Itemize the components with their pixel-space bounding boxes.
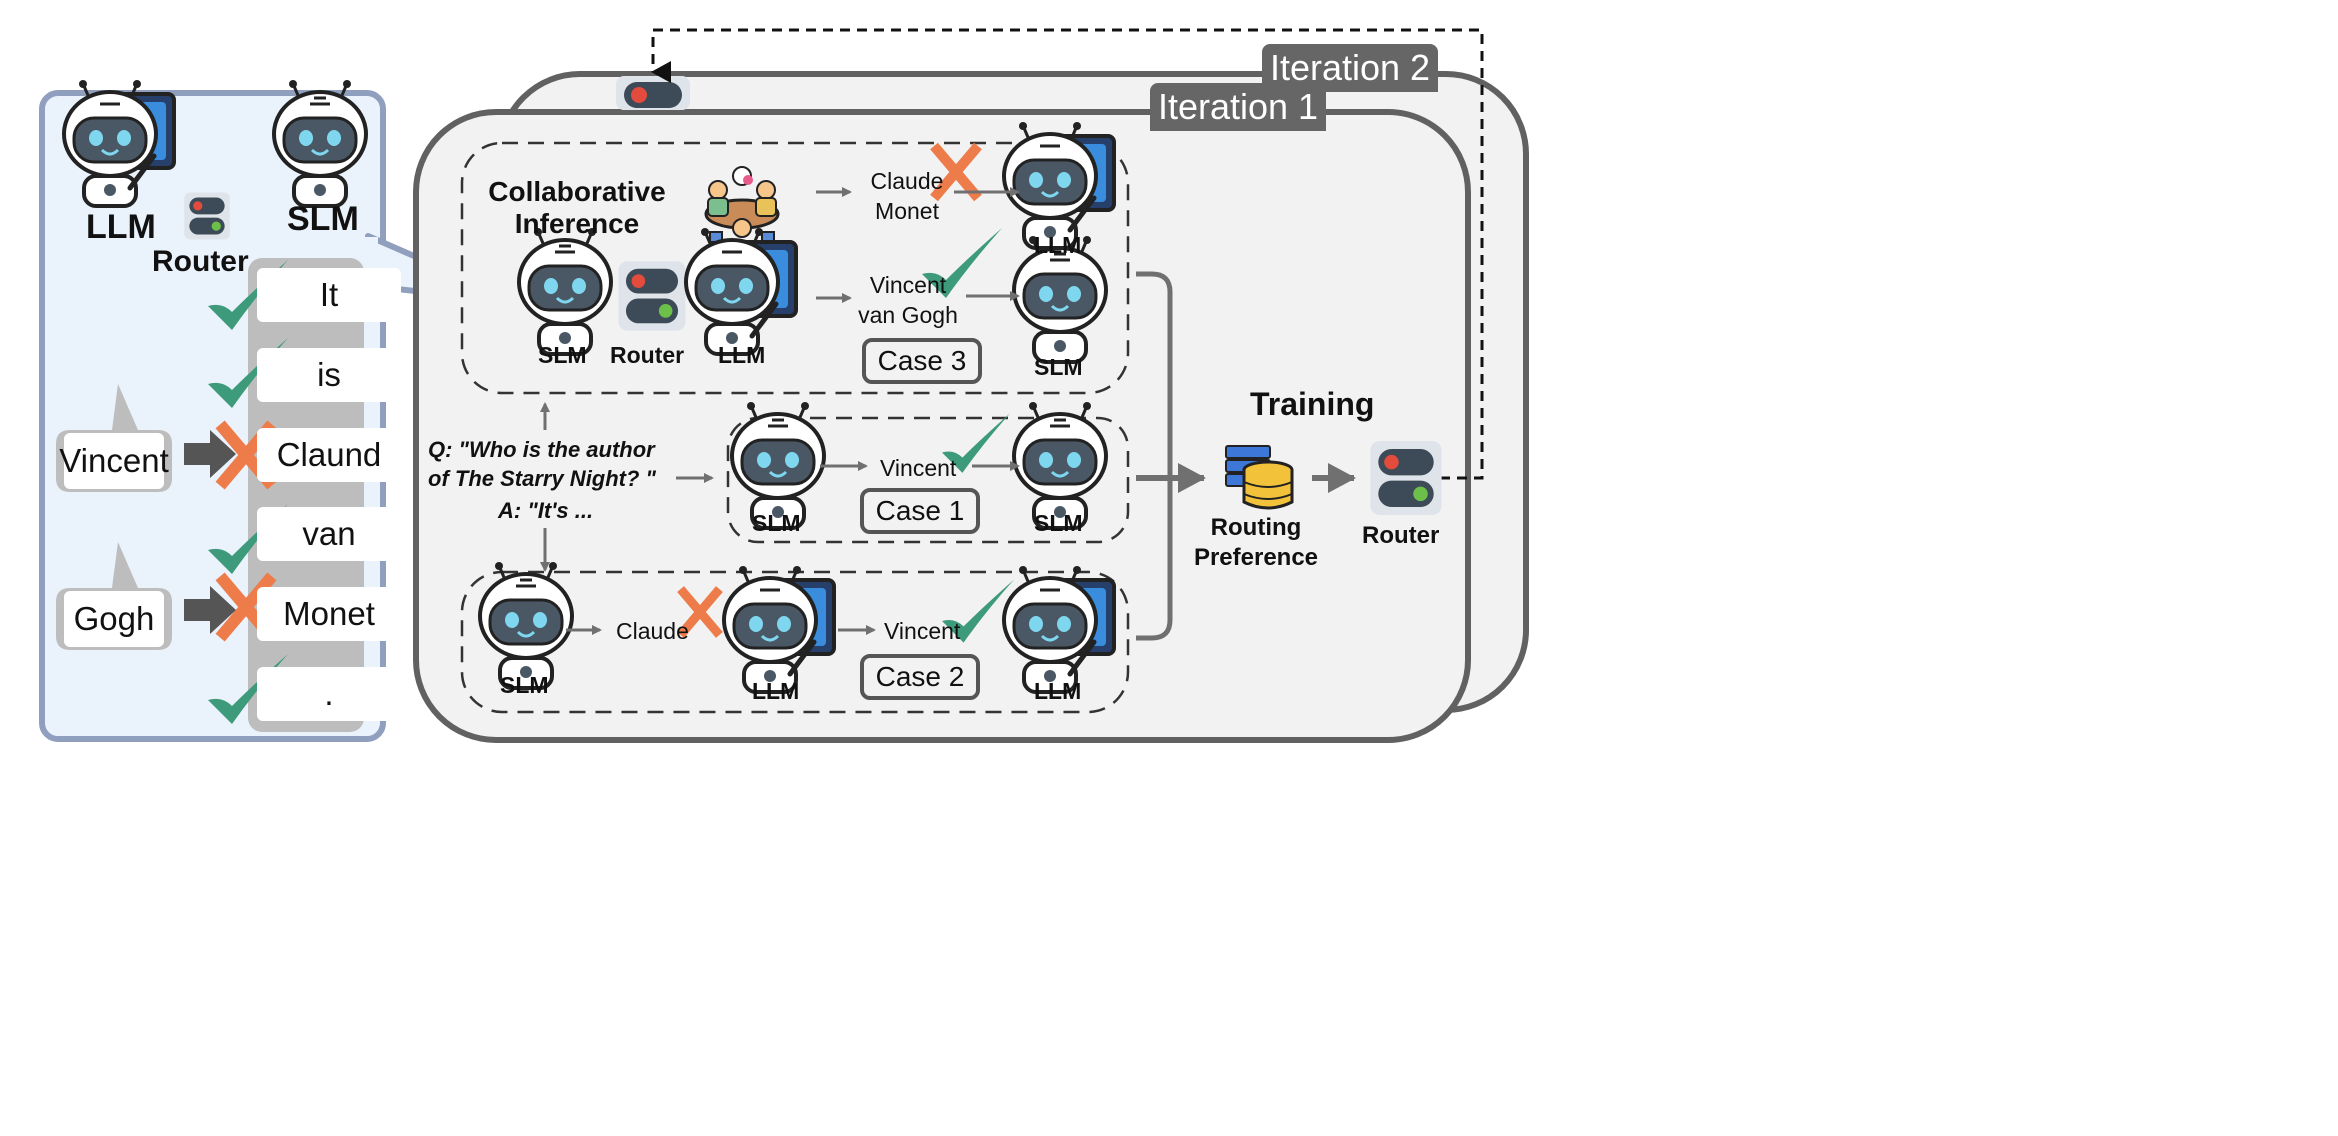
out2-model: SLM — [1034, 354, 1083, 380]
out1-line2: Monet — [875, 198, 939, 224]
router-toggle-icon — [618, 261, 686, 331]
token-period: . — [257, 667, 401, 721]
collab-dashed-box — [460, 141, 1130, 395]
question-line1: Q: "Who is the author — [428, 437, 655, 462]
out2-line2: van Gogh — [858, 302, 958, 328]
case1-model-a: SLM — [752, 510, 801, 536]
token-it: It — [257, 268, 401, 322]
token-van: van — [257, 507, 401, 561]
llm-label: LLM — [86, 208, 156, 246]
case1-model-b: SLM — [1034, 510, 1083, 536]
case1-label: Case 1 — [860, 488, 980, 534]
out1-line1: Claude — [870, 168, 944, 194]
case3-label: Case 3 — [862, 338, 982, 384]
training-router-label: Router — [1362, 522, 1440, 549]
iteration-1-tab: Iteration 1 — [1150, 83, 1326, 131]
question-line2: of The Starry Night? " — [428, 466, 656, 491]
case2-model-b: LLM — [1034, 678, 1082, 704]
case2-word2: Vincent — [884, 618, 961, 644]
routing-pref-line1: Routing — [1210, 514, 1302, 541]
token-monet: Monet — [257, 587, 401, 641]
collab-llm-label: LLM — [718, 342, 766, 368]
answer-line: A: "It's ... — [498, 498, 594, 523]
case2-word1: Claude — [616, 618, 689, 644]
collab-router-label: Router — [610, 342, 685, 368]
out1-model: LLM — [1034, 232, 1082, 258]
feedback-loop-arrow — [651, 28, 1484, 480]
collab-title-line1: Collaborative — [488, 176, 666, 207]
router-toggle-icon — [184, 192, 230, 240]
case1-dashed-box — [726, 416, 1130, 544]
collab-title-line2: Inference — [514, 208, 640, 239]
token-claund: Claund — [257, 428, 401, 482]
router-label: Router — [152, 245, 249, 278]
bubble-arrow — [184, 430, 236, 478]
routing-pref-line2: Preference — [1193, 544, 1319, 571]
training-title: Training — [1250, 386, 1375, 422]
token-is: is — [257, 348, 401, 402]
case1-word: Vincent — [880, 455, 957, 481]
bubble-text-gogh: Gogh — [64, 591, 164, 647]
slm-label: SLM — [287, 200, 359, 238]
router-toggle-icon — [1370, 441, 1442, 515]
bubble-arrow — [184, 586, 236, 634]
merge-bracket — [1136, 271, 1173, 641]
meeting-icon — [704, 166, 780, 243]
collab-slm-label: SLM — [538, 342, 587, 368]
database-icon — [1225, 445, 1294, 510]
out2-line1: Vincent — [869, 272, 947, 298]
case2-model-mid: LLM — [752, 678, 800, 704]
case2-label: Case 2 — [860, 654, 980, 700]
case2-model-a: SLM — [500, 672, 549, 698]
token-column — [248, 258, 364, 732]
bubble-text-vincent: Vincent — [59, 433, 169, 489]
